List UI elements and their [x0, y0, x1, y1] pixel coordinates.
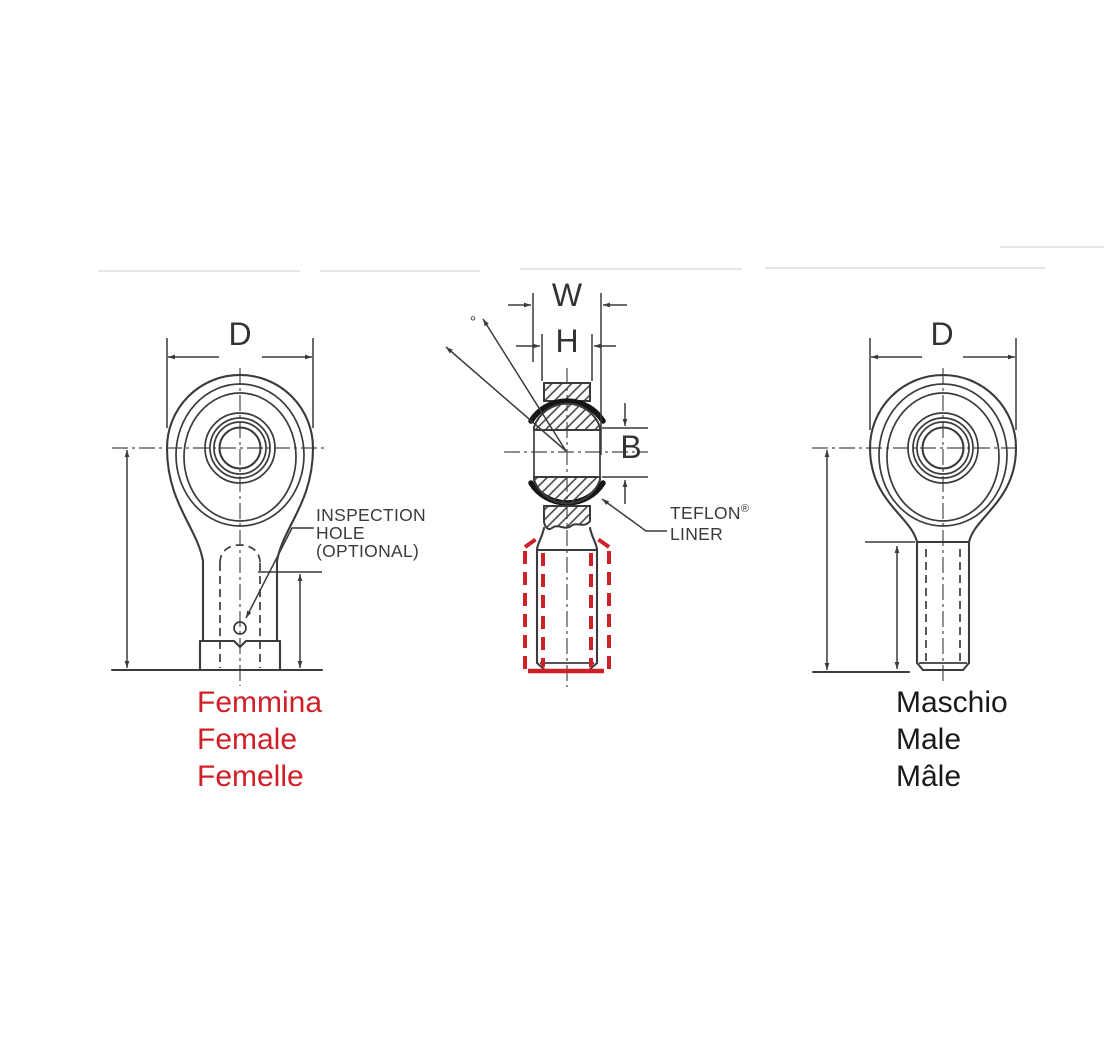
- teflon-liner-leader: [601, 498, 667, 532]
- female-view: D INSPECTION HOLE (OPTIONAL) Femmina Fem…: [110, 316, 426, 793]
- female-thread-depth-dimension: [258, 571, 322, 668]
- female-chamfer-circle-2: [213, 421, 267, 475]
- inspection-callout-line2: HOLE: [316, 523, 365, 543]
- faint-artifact-lines: [98, 246, 1104, 272]
- female-bore-circle: [218, 426, 262, 470]
- ball-top-cap: [533, 402, 601, 431]
- female-race-ring-outer: [175, 383, 305, 527]
- caption-femelle: Femelle: [197, 760, 304, 793]
- female-chamfer-circle: [209, 417, 271, 479]
- female-d-label: D: [228, 316, 251, 352]
- female-caption: Femmina Female Femelle: [197, 686, 322, 793]
- liner-label: LINER: [670, 524, 723, 544]
- male-chamfer-circle: [912, 417, 974, 479]
- inspection-hole-callout: INSPECTION HOLE (OPTIONAL): [316, 505, 426, 561]
- registered-mark: ®: [741, 503, 749, 515]
- housing-top-band: [543, 382, 591, 402]
- male-shank: [915, 540, 971, 672]
- neck-taper-right: [588, 526, 599, 552]
- h-dimension: H: [516, 323, 616, 381]
- housing-neck-band: [543, 505, 591, 531]
- male-view: D Maschio Male Mâle: [811, 316, 1021, 793]
- male-head-outline: [868, 374, 1018, 544]
- teflon-liner-top-arc: [528, 398, 606, 424]
- male-chamfer-circle-2: [916, 421, 970, 475]
- caption-femmina: Femmina: [197, 686, 322, 719]
- male-d-label: D: [930, 316, 953, 352]
- caption-male: Male: [896, 723, 961, 756]
- male-bore-circle: [921, 426, 965, 470]
- b-dimension: B: [602, 403, 648, 504]
- neck-taper-left: [535, 526, 546, 552]
- inspection-callout-line3: (OPTIONAL): [316, 541, 419, 561]
- red-thread-highlight: [523, 535, 611, 674]
- female-race-ring-inner: [183, 392, 297, 522]
- male-race-ring-inner: [886, 392, 1000, 522]
- inspection-hole-leader: [245, 527, 314, 619]
- male-d-dimension: D: [869, 316, 1017, 430]
- male-ball-circle: [907, 412, 979, 484]
- b-label: B: [620, 429, 641, 465]
- teflon-liner-callout: TEFLON® LINER: [670, 503, 749, 544]
- caption-maschio: Maschio: [896, 686, 1008, 719]
- inspection-callout-line1: INSPECTION: [316, 505, 426, 525]
- caption-male-fr: Mâle: [896, 760, 961, 793]
- female-flange-top: [198, 639, 282, 649]
- female-head-outline: [165, 374, 315, 563]
- misalignment-angle-indicator: °: [445, 314, 567, 452]
- female-ball-circle: [204, 412, 276, 484]
- teflon-label: TEFLON®: [670, 503, 749, 523]
- h-label: H: [555, 323, 578, 359]
- female-internal-thread-hidden-lines: [219, 544, 261, 668]
- ball-bottom-cap: [533, 476, 601, 505]
- w-dimension: W: [508, 277, 627, 455]
- male-caption: Maschio Male Mâle: [896, 686, 1008, 793]
- male-thread-length-dimension: [865, 541, 915, 669]
- female-d-dimension: D: [166, 316, 314, 428]
- male-race-ring-outer: [878, 383, 1008, 527]
- caption-female: Female: [197, 723, 297, 756]
- degree-symbol: °: [470, 314, 476, 331]
- female-inspection-hole: [233, 621, 247, 635]
- section-view: W H B ° TEFLON® LINER: [445, 277, 749, 687]
- w-label: W: [552, 277, 583, 313]
